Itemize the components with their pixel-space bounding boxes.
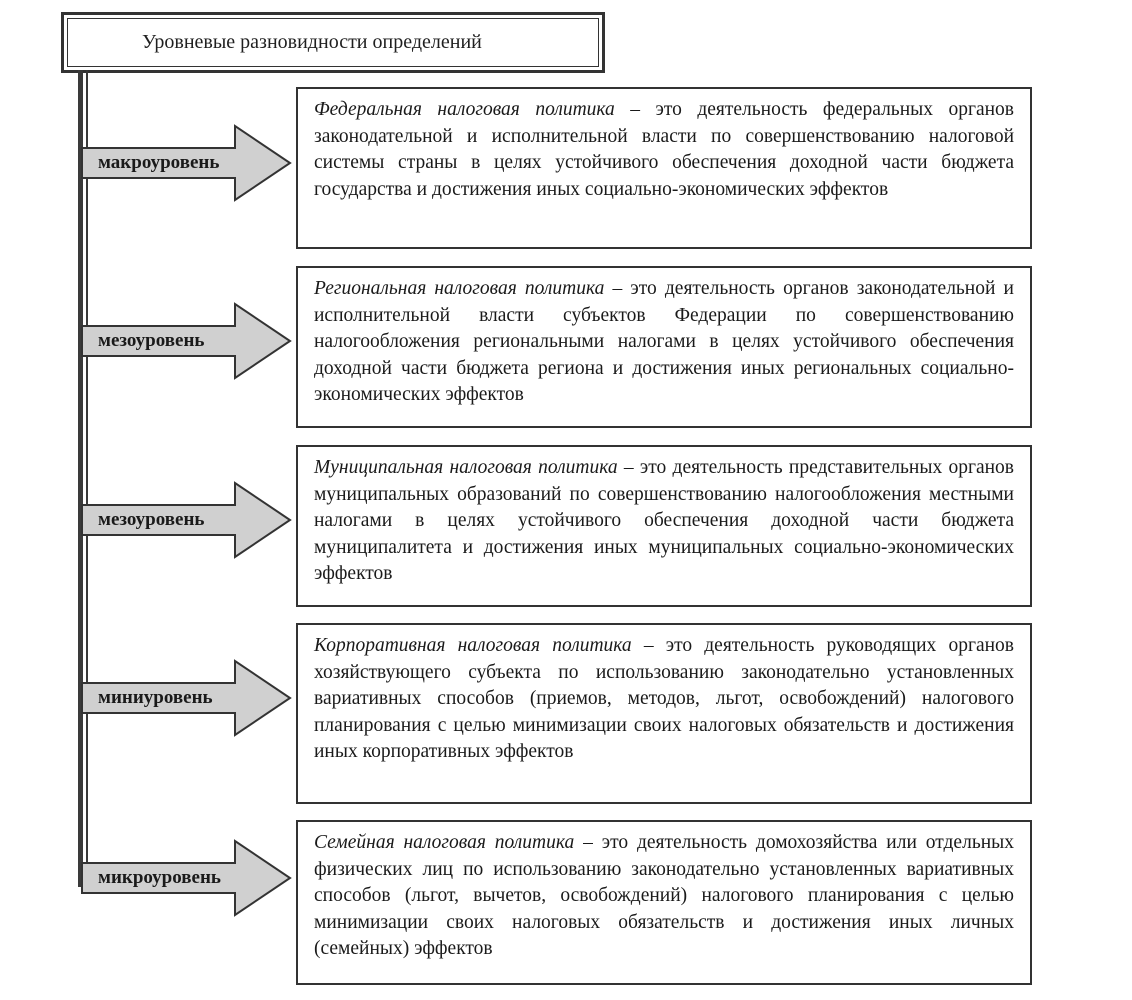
level-label: микроуровень (98, 867, 221, 888)
level-arrow-meso-municipal: мезоуровень (80, 481, 292, 559)
level-label: миниуровень (98, 687, 213, 708)
definition-text: – это деятельность представительных орга… (314, 457, 1015, 584)
definition-text: – это деятельность руководящих органов х… (314, 635, 1014, 762)
diagram-title: Уровневые разновидности определений (67, 18, 599, 67)
level-arrow-meso-regional: мезоуровень (80, 302, 292, 380)
definition-text: – это деятельность федеральных органов з… (314, 99, 1014, 200)
spine-line (78, 70, 83, 887)
definition-box-corporate: Корпоративная налоговая политика – это д… (296, 623, 1032, 804)
level-label: мезоуровень (98, 509, 205, 530)
definition-box-family: Семейная налоговая политика – это деятел… (296, 820, 1032, 985)
level-arrow-mini: миниуровень (80, 659, 292, 737)
level-arrow-micro: микроуровень (80, 839, 292, 917)
level-label: мезоуровень (98, 330, 205, 351)
definition-term: Корпоративная налоговая политика (314, 635, 632, 656)
spine-line-thin (86, 70, 88, 887)
definition-box-federal: Федеральная налоговая политика – это дея… (296, 87, 1032, 249)
title-box: Уровневые разновидности определений (61, 12, 605, 73)
definition-text: – это деятельность органов законодательн… (314, 278, 1014, 405)
definition-term: Региональная налоговая политика (314, 278, 605, 299)
level-label: макроуровень (98, 152, 220, 173)
definition-term: Федеральная налоговая политика (314, 99, 615, 120)
definition-term: Семейная налоговая политика (314, 832, 575, 853)
definition-box-regional: Региональная налоговая политика – это де… (296, 266, 1032, 428)
definition-term: Муниципальная налоговая политика (314, 457, 618, 478)
definition-text: – это деятельность домохозяйства или отд… (314, 832, 1014, 959)
definition-box-municipal: Муниципальная налоговая политика – это д… (296, 445, 1032, 607)
level-arrow-macro: макроуровень (80, 124, 292, 202)
